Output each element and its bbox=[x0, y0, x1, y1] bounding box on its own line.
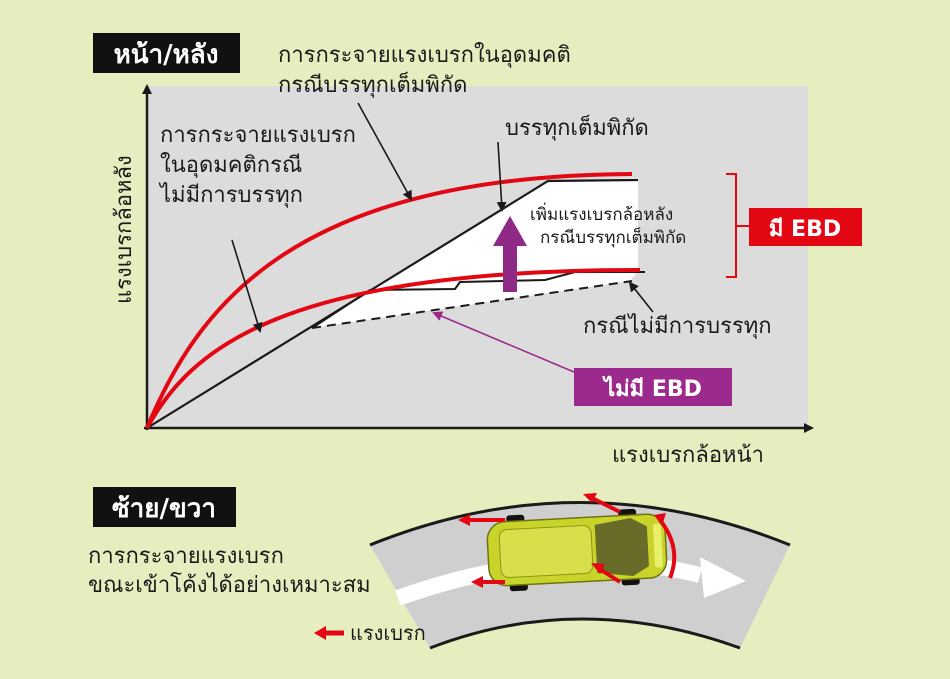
no-load-label: กรณีไม่มีการบรรทุก bbox=[583, 313, 772, 339]
without-ebd-badge-label: ไม่มี EBD bbox=[602, 375, 702, 402]
full-load-pointer bbox=[496, 141, 507, 212]
left-right-title: ซ้าย/ขวา bbox=[112, 494, 216, 524]
cornering-caption-2: ขณะเข้าโค้งได้อย่างเหมาะสม bbox=[88, 572, 371, 598]
ideal-full-load-curve bbox=[145, 172, 633, 429]
ideal-no-load-label-3: ไม่มีการบรรทุก bbox=[158, 182, 303, 208]
without-ebd-line bbox=[311, 280, 633, 329]
y-axis-label: แรงเบรกล้อหลัง bbox=[112, 155, 137, 304]
cornering-caption-1: การกระจายแรงเบรก bbox=[88, 544, 284, 569]
left-right-tag bbox=[93, 487, 236, 527]
with-ebd-full-load-line bbox=[146, 178, 639, 429]
with-ebd-badge-label: มี EBD bbox=[769, 217, 841, 242]
front-rear-title: หน้า/หลัง bbox=[114, 40, 219, 70]
front-rear-section: หน้า/หลัง การกระจายแรงเบรกในอุดมคติ กรณี… bbox=[93, 33, 862, 468]
ideal-full-load-label-1: การกระจายแรงเบรกในอุดมคติ bbox=[278, 42, 571, 68]
without-ebd-badge bbox=[574, 368, 732, 406]
legend: แรงเบรก bbox=[314, 621, 426, 645]
increase-rear-arrow bbox=[493, 216, 527, 292]
brake-force-arrows bbox=[458, 493, 677, 588]
legend-label: แรงเบรก bbox=[350, 621, 426, 645]
turn-arrow bbox=[658, 518, 677, 579]
increase-rear-label-2: กรณีบรรทุกเต็มพิกัด bbox=[540, 226, 686, 248]
ideal-no-load-label-2: ในอุดมคติกรณี bbox=[160, 152, 302, 178]
front-rear-tag bbox=[93, 33, 240, 73]
without-ebd-pointer bbox=[432, 311, 575, 373]
ideal-full-load-label-2: กรณีบรรทุกเต็มพิกัด bbox=[278, 70, 467, 98]
with-ebd-badge bbox=[749, 208, 862, 246]
ideal-no-load-label-1: การกระจายแรงเบรก bbox=[160, 123, 356, 148]
left-right-section: ซ้าย/ขวา การกระจายแรงเบรก ขณะเข้าโค้งได้… bbox=[88, 487, 791, 650]
full-load-label: บรรทุกเต็มพิกัด bbox=[505, 113, 649, 141]
x-axis-label: แรงเบรกล้อหน้า bbox=[612, 443, 764, 468]
brake-arrow-front-left bbox=[589, 495, 621, 514]
car bbox=[486, 508, 668, 592]
ideal-full-load-pointer bbox=[357, 102, 412, 201]
no-load-pointer bbox=[628, 281, 654, 313]
road-direction-arrow bbox=[700, 557, 746, 598]
increase-rear-label-1: เพิ่มแรงเบรกล้อหลัง bbox=[530, 202, 673, 225]
ideal-no-load-pointer bbox=[231, 239, 263, 333]
